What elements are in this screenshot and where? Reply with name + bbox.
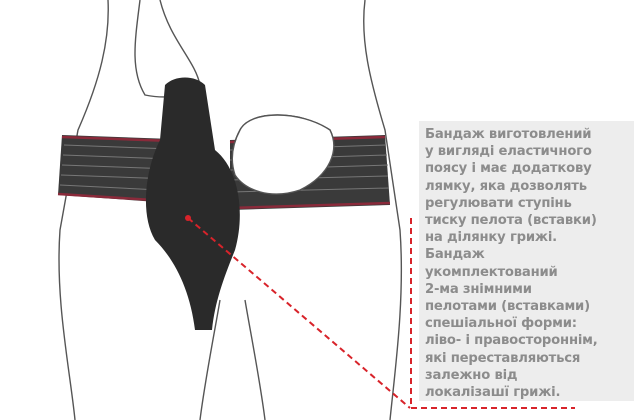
description-line: спешіальної форми: <box>425 316 577 332</box>
description-line: Бандаж <box>425 247 485 263</box>
description-line: пелотами (вставками) <box>425 299 590 315</box>
description-box: Бандаж виготовлений у вигляді еластичног… <box>419 121 634 401</box>
description-line: локалізашї грижі. <box>425 385 561 401</box>
description-line: регулювати ступінь <box>425 195 572 211</box>
description-line: у вигляді еластичного <box>425 144 592 160</box>
description-line: залежно від <box>425 367 518 383</box>
description-line: Бандаж виготовлений <box>425 127 592 142</box>
description-line: лямку, яка дозволять <box>425 178 587 194</box>
pointer-dot <box>185 215 191 221</box>
hernia-pad <box>145 77 240 330</box>
description-line: на ділянку грижі. <box>425 230 557 246</box>
description-line: 2-ма знімними <box>425 281 532 297</box>
description-line: укомплектований <box>425 264 558 280</box>
description-line: ліво- і правостороннім, <box>425 333 598 349</box>
description-line: які переставляються <box>425 350 581 366</box>
description-line: тиску пелота (вставки) <box>425 213 597 229</box>
pointer-line <box>187 217 575 409</box>
description-line: поясу і має додаткову <box>425 161 592 177</box>
